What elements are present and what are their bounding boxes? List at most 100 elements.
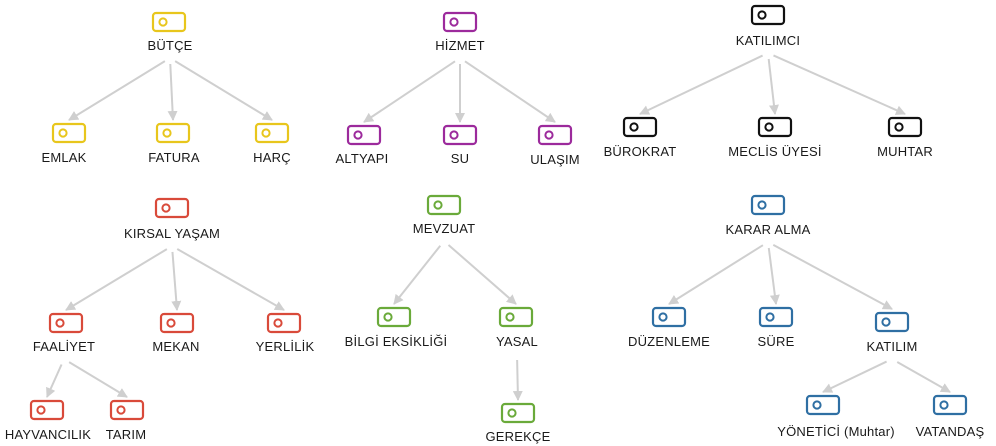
edge-kirsal-to-yerlilik <box>176 248 285 311</box>
node-label: YASAL <box>496 334 538 349</box>
tag-icon <box>48 312 84 334</box>
code-node-harc[interactable]: HARÇ <box>253 122 291 165</box>
code-node-fatura[interactable]: FATURA <box>148 122 200 165</box>
node-label: VATANDAŞ <box>916 424 985 439</box>
tag-icon <box>155 122 191 144</box>
node-label: BÜROKRAT <box>604 144 677 159</box>
edge-kirsal-to-faaliyet <box>65 248 168 311</box>
code-node-tarim[interactable]: TARIM <box>106 399 146 442</box>
node-label: KATILIM <box>866 339 917 354</box>
edge-butce-to-fatura <box>167 63 178 121</box>
code-node-gerekce[interactable]: GEREKÇE <box>486 402 551 444</box>
edge-katilimci-to-muhtar <box>773 54 906 115</box>
edge-karar-to-duzenleme <box>668 244 764 305</box>
code-node-sure[interactable]: SÜRE <box>758 306 795 349</box>
code-node-vatandas[interactable]: VATANDAŞ <box>916 394 985 439</box>
tag-icon <box>29 399 65 421</box>
tag-icon <box>151 11 187 33</box>
node-label: MUHTAR <box>877 144 933 159</box>
node-label: FATURA <box>148 150 200 165</box>
node-label: KARAR ALMA <box>725 222 810 237</box>
code-node-hayvancilik[interactable]: HAYVANCILIK <box>5 399 91 442</box>
edge-karar-to-sure <box>767 247 780 305</box>
node-label: FAALİYET <box>33 339 95 354</box>
edge-faaliyet-to-tarim <box>68 361 128 398</box>
node-label: HİZMET <box>435 38 485 53</box>
node-label: ULAŞIM <box>530 152 580 167</box>
node-label: YÖNETİCİ (Muhtar) <box>777 424 895 439</box>
node-label: MEVZUAT <box>413 221 476 236</box>
code-node-butce[interactable]: BÜTÇE <box>147 11 192 53</box>
tag-icon <box>498 306 534 328</box>
node-label: BİLGİ EKSİKLİĞİ <box>345 334 448 349</box>
code-node-yonetici[interactable]: YÖNETİCİ (Muhtar) <box>777 394 895 439</box>
tag-icon <box>154 197 190 219</box>
edge-katilimci-to-burokrat <box>639 54 764 115</box>
edge-katilimci-to-meclis <box>767 58 779 115</box>
edge-hizmet-to-altyapi <box>363 60 456 123</box>
tag-icon <box>622 116 658 138</box>
tag-icon <box>651 306 687 328</box>
tag-icon <box>750 194 786 216</box>
tag-icon <box>757 116 793 138</box>
edge-katilim-to-yonetici <box>822 360 888 393</box>
code-node-mekan[interactable]: MEKAN <box>152 312 199 354</box>
tag-icon <box>346 124 382 146</box>
code-node-kirsal[interactable]: KIRSAL YAŞAM <box>124 197 220 241</box>
edge-yasal-to-gerekce <box>512 359 523 401</box>
code-node-su[interactable]: SU <box>442 124 478 166</box>
code-node-bilgi[interactable]: BİLGİ EKSİKLİĞİ <box>345 306 448 349</box>
tag-icon <box>442 11 478 33</box>
tag-icon <box>426 194 462 216</box>
tag-icon <box>750 4 786 26</box>
edge-katilim-to-vatandas <box>896 361 951 393</box>
edge-mevzuat-to-yasal <box>447 244 517 305</box>
tag-icon <box>874 311 910 333</box>
tag-icon <box>887 116 923 138</box>
node-label: SÜRE <box>758 334 795 349</box>
edge-butce-to-emlak <box>68 60 166 121</box>
tag-icon <box>254 122 290 144</box>
node-label: DÜZENLEME <box>628 334 710 349</box>
code-node-yasal[interactable]: YASAL <box>496 306 538 349</box>
edge-mevzuat-to-bilgi <box>393 245 442 305</box>
node-label: HAYVANCILIK <box>5 427 91 442</box>
tag-icon <box>805 394 841 416</box>
tag-icon <box>159 312 195 334</box>
code-node-emlak[interactable]: EMLAK <box>41 122 86 165</box>
code-node-muhtar[interactable]: MUHTAR <box>877 116 933 159</box>
node-label: HARÇ <box>253 150 291 165</box>
node-label: GEREKÇE <box>486 429 551 444</box>
code-node-yerlilik[interactable]: YERLİLİK <box>256 312 315 354</box>
edge-faaliyet-to-hayvancilik <box>46 364 63 398</box>
node-label: TARIM <box>106 427 146 442</box>
code-node-duzenleme[interactable]: DÜZENLEME <box>628 306 710 349</box>
code-node-meclis[interactable]: MECLİS ÜYESİ <box>728 116 822 159</box>
tag-icon <box>266 312 302 334</box>
node-label: ALTYAPI <box>336 151 389 166</box>
tag-icon <box>932 394 968 416</box>
edge-kirsal-to-mekan <box>171 251 182 311</box>
node-label: MECLİS ÜYESİ <box>728 144 821 159</box>
code-node-katilimci[interactable]: KATILIMCI <box>736 4 800 48</box>
tag-icon <box>376 306 412 328</box>
code-node-karar[interactable]: KARAR ALMA <box>725 194 810 237</box>
node-label: BÜTÇE <box>147 38 192 53</box>
edges-layer <box>46 54 951 401</box>
tag-icon <box>109 399 145 421</box>
node-label: KATILIMCI <box>736 33 800 48</box>
code-node-hizmet[interactable]: HİZMET <box>435 11 485 53</box>
node-label: KIRSAL YAŞAM <box>124 226 220 241</box>
code-node-ulasim[interactable]: ULAŞIM <box>530 124 580 167</box>
code-node-faaliyet[interactable]: FAALİYET <box>33 312 95 354</box>
node-label: MEKAN <box>152 339 199 354</box>
edge-butce-to-harc <box>174 60 273 121</box>
code-node-altyapi[interactable]: ALTYAPI <box>336 124 389 166</box>
tag-icon <box>758 306 794 328</box>
code-node-katilim[interactable]: KATILIM <box>866 311 917 354</box>
node-label: YERLİLİK <box>256 339 315 354</box>
edge-karar-to-katilim <box>772 243 893 310</box>
code-node-burokrat[interactable]: BÜROKRAT <box>604 116 677 159</box>
edge-hizmet-to-ulasim <box>464 60 556 123</box>
code-node-mevzuat[interactable]: MEVZUAT <box>413 194 476 236</box>
